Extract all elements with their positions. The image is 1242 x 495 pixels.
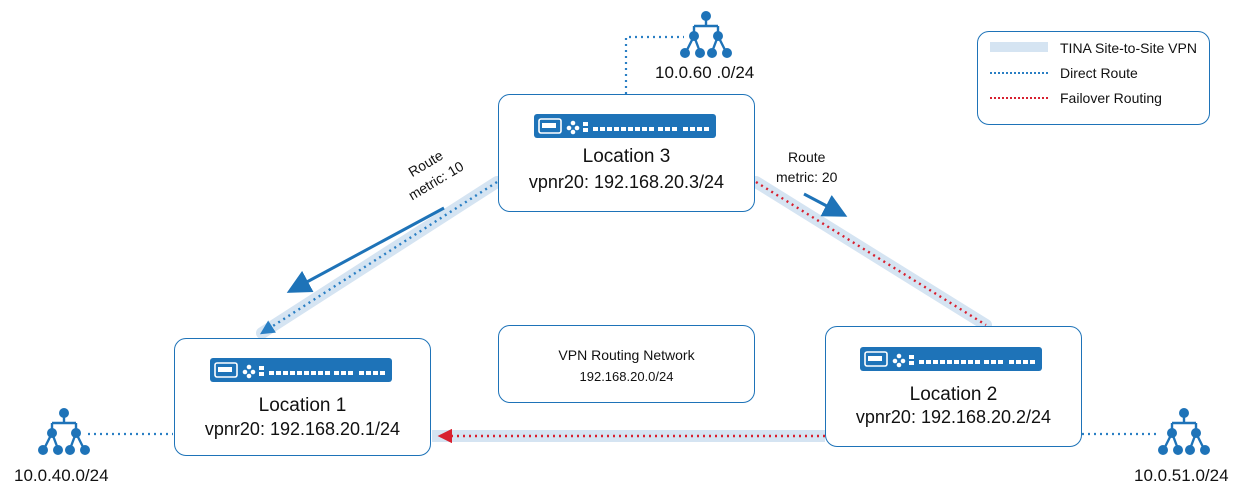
route-metric-right-line2: metric: 20: [776, 169, 838, 185]
legend: TINA Site-to-Site VPN Direct Route Failo…: [977, 31, 1210, 125]
firewall-appliance-icon: [210, 358, 392, 382]
metric-arrow-right: [803, 192, 848, 217]
location-2-box[interactable]: Location 2 vpnr20: 192.168.20.2/24: [825, 326, 1082, 447]
legend-swatch-vpn: [990, 42, 1048, 52]
vpn-band-3-2: [750, 176, 992, 331]
location-3-box[interactable]: Location 3 vpnr20: 192.168.20.3/24: [498, 94, 755, 212]
legend-swatch-failover: [990, 97, 1048, 99]
legend-item-failover: Failover Routing: [978, 88, 1208, 108]
metric-arrow-left: [286, 206, 445, 293]
legend-item-vpn: TINA Site-to-Site VPN: [978, 38, 1208, 58]
legend-label-failover: Failover Routing: [1060, 90, 1162, 106]
network-label-right: 10.0.51.0/24: [1134, 466, 1229, 485]
network-label-top: 10.0.60 .0/24: [655, 63, 755, 82]
location-3-ip: vpnr20: 192.168.20.3/24: [528, 172, 725, 192]
location-1-name: Location 1: [258, 395, 347, 416]
legend-item-direct: Direct Route: [978, 63, 1208, 83]
location-2-name: Location 2: [909, 384, 998, 405]
route-metric-right-line1: Route: [788, 149, 826, 165]
legend-label-direct: Direct Route: [1060, 65, 1138, 81]
route-metric-label-right: Route metric: 20: [776, 147, 837, 187]
direct-route-top-network: [624, 35, 684, 94]
location-1-ip: vpnr20: 192.168.20.1/24: [204, 419, 401, 439]
location-1-box[interactable]: Location 1 vpnr20: 192.168.20.1/24: [174, 338, 431, 456]
firewall-appliance-icon: [860, 347, 1042, 371]
vpn-routing-network-box[interactable]: VPN Routing Network 192.168.20.0/24: [498, 325, 755, 403]
location-3-name: Location 3: [582, 146, 671, 167]
direct-route-3-1: [259, 180, 498, 335]
vpn-routing-network-ip: 192.168.20.0/24: [579, 369, 674, 384]
network-tree-icon: [1158, 408, 1210, 455]
network-label-left: 10.0.40.0/24: [14, 466, 109, 485]
legend-label-vpn: TINA Site-to-Site VPN: [1060, 40, 1197, 56]
legend-swatch-direct: [990, 72, 1048, 74]
vpn-routing-network-title: VPN Routing Network: [558, 347, 695, 363]
network-tree-icon: [680, 11, 732, 58]
firewall-appliance-icon: [534, 114, 716, 138]
location-2-ip: vpnr20: 192.168.20.2/24: [855, 407, 1052, 427]
network-tree-icon: [38, 408, 90, 455]
